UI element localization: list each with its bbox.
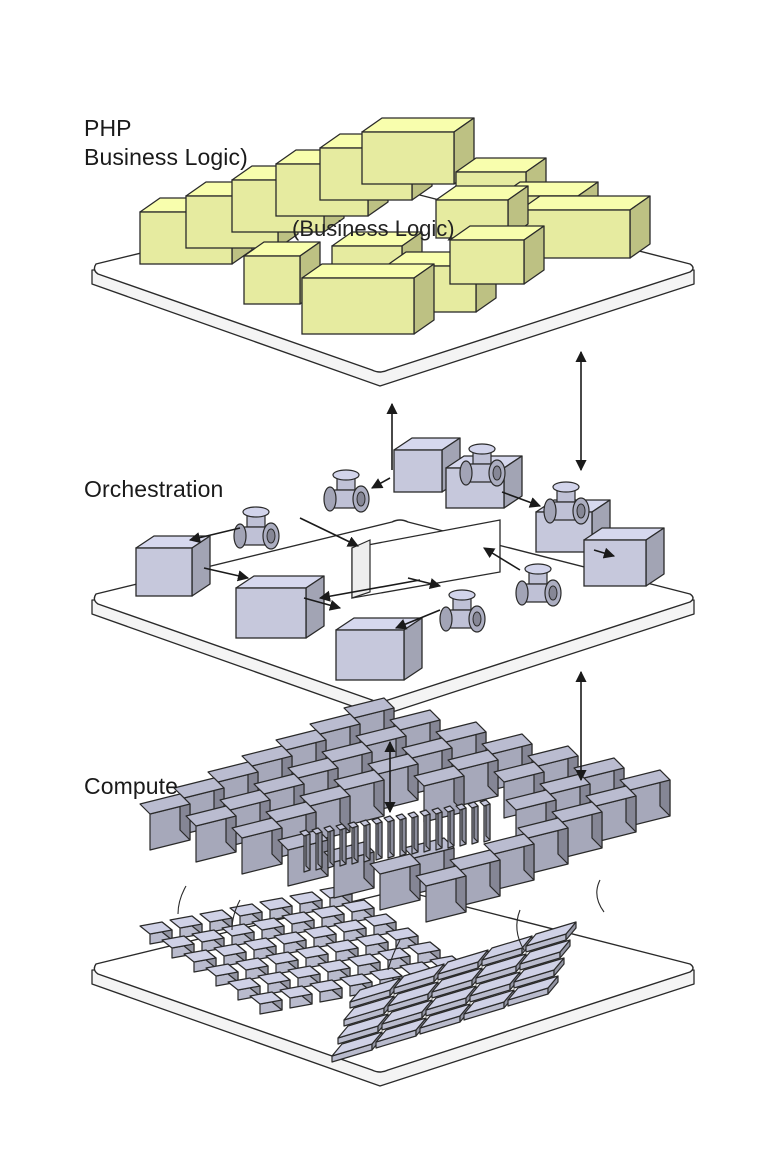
compute-fin: [383, 815, 395, 859]
compute-tile: [437, 949, 489, 981]
flow-arrow: [371, 477, 391, 489]
compute-chip: [303, 925, 337, 949]
valve-icon: [543, 481, 590, 525]
compute-tile: [419, 1003, 471, 1035]
compute-fin: [347, 821, 359, 865]
compute-tile: [463, 989, 515, 1021]
compute-layer-label: Compute: [84, 773, 179, 799]
orchestration-service-block: [135, 535, 211, 597]
business-module-block: [361, 117, 475, 185]
compute-tile: [431, 967, 483, 999]
orchestration-service-block: [235, 575, 325, 639]
valve-icon: [459, 443, 506, 487]
compute-chip: [205, 963, 239, 987]
compute-tile: [343, 995, 395, 1027]
compute-chip: [385, 927, 419, 951]
business-logic-layer: [91, 117, 695, 387]
wire: [177, 885, 187, 915]
compute-layer: [91, 697, 695, 1087]
compute-fin: [395, 813, 407, 857]
flow-arrow: [483, 547, 521, 571]
business-logic-inner-label: (Business Logic): [292, 216, 455, 241]
compute-fin: [407, 811, 419, 855]
flow-arrow: [318, 579, 421, 602]
orchestration-service-block: [583, 527, 665, 587]
flow-arrow: [303, 597, 342, 611]
compute-core-cube: [585, 785, 637, 843]
compute-fin: [455, 803, 467, 847]
compute-tile: [337, 1013, 389, 1045]
compute-chip: [161, 935, 195, 959]
compute-tile: [513, 957, 565, 989]
compute-core-cube: [231, 817, 283, 875]
flow-arrow: [203, 567, 250, 582]
compute-core-cube: [551, 801, 603, 859]
wire: [596, 879, 605, 913]
compute-fin: [479, 799, 491, 843]
compute-fin: [359, 819, 371, 863]
compute-core-cube: [415, 865, 467, 923]
compute-chip: [249, 991, 283, 1015]
orchestration-layer-label: Orchestration: [84, 476, 224, 502]
valve-icon: [323, 469, 370, 513]
compute-core-cube: [185, 805, 237, 863]
compute-chip: [281, 911, 315, 935]
valve-icon: [439, 589, 486, 633]
wire: [516, 909, 525, 951]
compute-chip: [191, 929, 225, 953]
compute-chip: [309, 979, 343, 1003]
compute-fin: [323, 825, 335, 869]
business-module-block: [301, 263, 435, 335]
compute-tile: [381, 999, 433, 1031]
compute-tile: [507, 975, 559, 1007]
compute-core-cube: [517, 817, 569, 875]
compute-core-cube: [369, 853, 421, 911]
compute-tile: [425, 985, 477, 1017]
orchestration-layer: [91, 402, 695, 717]
compute-core-cube: [449, 849, 501, 907]
business-logic-layer-label: PHP Business Logic): [84, 115, 248, 170]
compute-core-cube: [619, 769, 671, 827]
compute-chip: [213, 943, 247, 967]
compute-fin: [299, 829, 311, 873]
compute-core-cube: [139, 793, 191, 851]
compute-fin: [419, 809, 431, 853]
compute-chip: [169, 915, 203, 939]
flow-arrow: [299, 517, 360, 547]
compute-chip: [227, 977, 261, 1001]
compute-chip: [317, 959, 351, 983]
compute-fin: [431, 807, 443, 851]
wire: [231, 899, 241, 931]
flow-arrow: [394, 609, 441, 630]
compute-tile: [525, 921, 577, 953]
compute-chip: [279, 985, 313, 1009]
valve-icon: [515, 563, 562, 607]
valve-icon: [233, 506, 280, 550]
compute-fin: [467, 801, 479, 845]
flow-arrow: [188, 527, 241, 544]
compute-fin: [335, 823, 347, 867]
compute-chip: [347, 953, 381, 977]
wire: [387, 939, 401, 971]
flow-arrow: [593, 547, 616, 559]
business-module-block: [449, 225, 545, 285]
flow-arrow: [407, 577, 442, 589]
compute-tile: [375, 1017, 427, 1049]
compute-chip: [407, 941, 441, 965]
compute-core-cube: [333, 769, 385, 827]
compute-fin: [311, 827, 323, 871]
compute-fin: [371, 817, 383, 861]
compute-fin: [443, 805, 455, 849]
compute-core-cube: [483, 833, 535, 891]
compute-chip: [259, 897, 293, 921]
flow-arrow: [501, 491, 542, 508]
compute-tile: [519, 939, 571, 971]
orchestration-service-block: [335, 617, 423, 681]
